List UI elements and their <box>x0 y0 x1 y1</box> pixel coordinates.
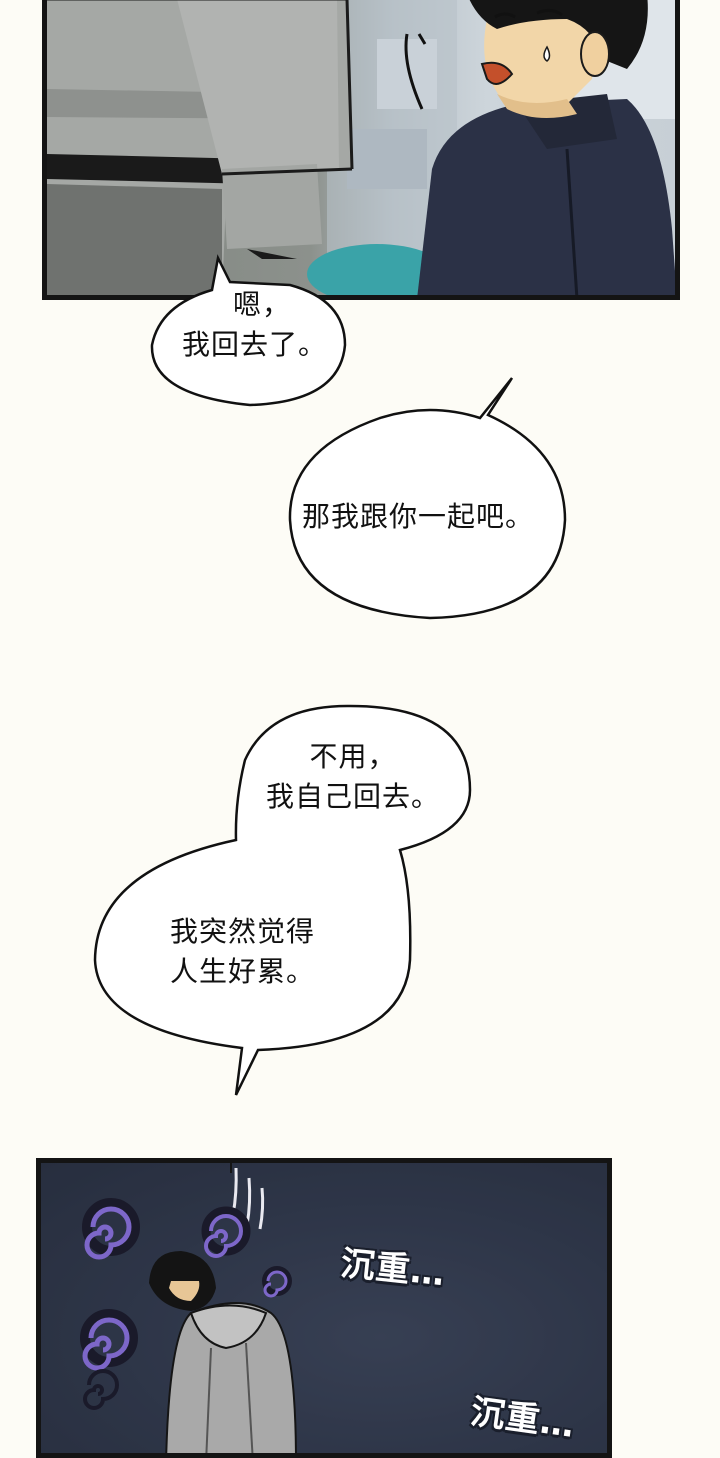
bubble-4-text: 我突然觉得 人生好累。 <box>170 912 315 992</box>
top-panel-art <box>47 0 675 295</box>
swirl-icon <box>201 1206 251 1258</box>
bubble-1-line-2: 我回去了。 <box>182 328 328 361</box>
bubble-1-line-1: 嗯， <box>232 288 291 321</box>
bubble-3-line-1: 不用， <box>309 740 397 773</box>
swirl-icon <box>262 1266 292 1298</box>
swirl-icon <box>80 1309 138 1371</box>
bubble-4-line-1: 我突然觉得 <box>170 915 316 948</box>
bottom-panel-art <box>41 1163 607 1453</box>
swirl-icon <box>82 1198 140 1260</box>
bubble-2-line-1: 那我跟你一起吧。 <box>302 500 535 533</box>
top-comic-panel <box>42 0 680 300</box>
bubble-2-text: 那我跟你一起吧。 <box>302 497 534 537</box>
bubble-3-line-2: 我自己回去。 <box>265 780 440 813</box>
bottom-comic-panel: 沉重… 沉重… <box>36 1158 612 1458</box>
bubble-1-text: 嗯， 我回去了。 <box>182 285 328 365</box>
swirl-icon <box>83 1369 119 1410</box>
bubble-4-line-2: 人生好累。 <box>170 955 316 988</box>
bubble-3-text: 不用， 我自己回去。 <box>258 737 448 817</box>
